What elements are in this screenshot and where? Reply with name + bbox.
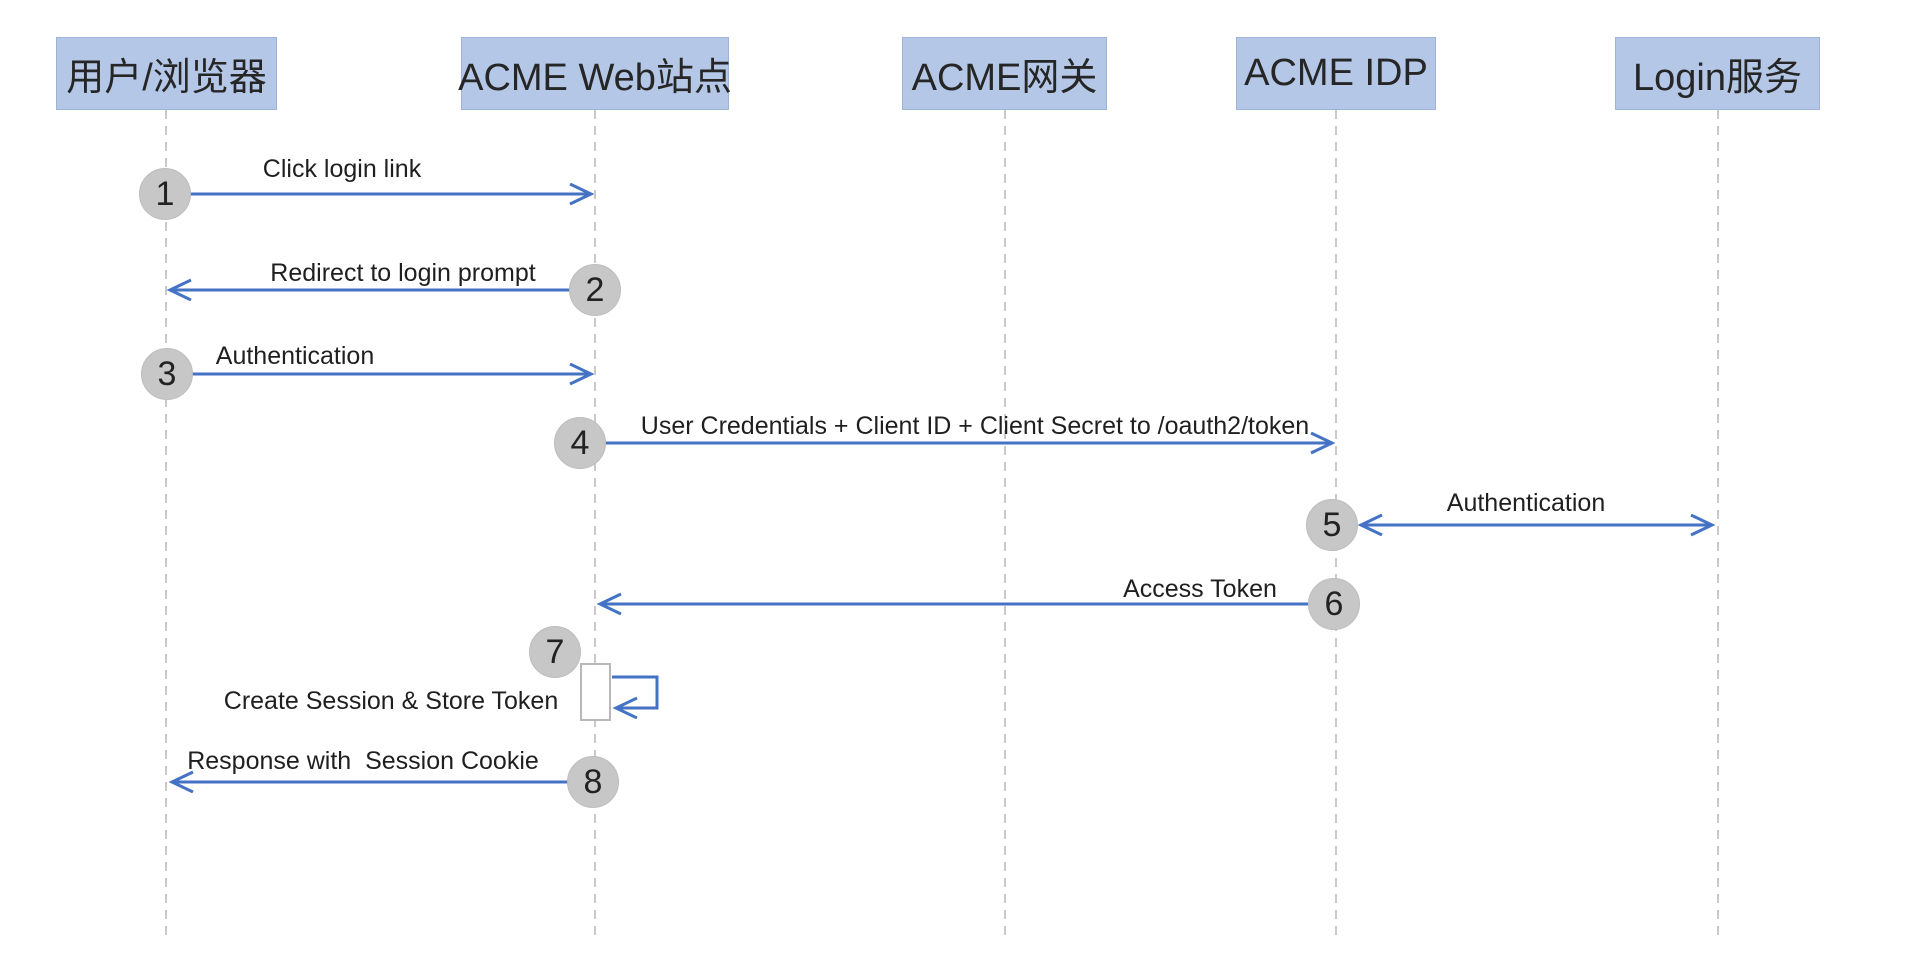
step-circle-4: 4: [554, 417, 606, 469]
step-circle-1: 1: [139, 168, 191, 220]
actor-box-acme-web: ACME Web站点: [458, 37, 732, 110]
message-label-step-5: Authentication: [1446, 489, 1606, 517]
message-label-step-2: Redirect to login prompt: [270, 259, 536, 287]
message-label-step-1: Click login link: [262, 155, 422, 183]
step-circle-6: 6: [1308, 578, 1360, 630]
actor-box-acme-gateway: ACME网关: [902, 37, 1107, 110]
arrow-step-7-self-loop: [612, 675, 659, 708]
actor-box-acme-idp: ACME IDP: [1236, 37, 1436, 110]
step-circle-2: 2: [569, 264, 621, 316]
message-label-step-3: Authentication: [215, 342, 375, 370]
message-label-step-6: Access Token: [1123, 575, 1277, 603]
message-label-step-7: Create Session & Store Token: [223, 687, 559, 715]
step-circle-8: 8: [567, 756, 619, 808]
message-label-step-4: User Credentials + Client ID + Client Se…: [640, 412, 1310, 440]
message-label-step-8: Response with Session Cookie: [187, 747, 539, 775]
actor-box-login-service: Login服务: [1615, 37, 1820, 110]
step-circle-5: 5: [1306, 499, 1358, 551]
step-circle-7: 7: [529, 626, 581, 678]
step-circle-3: 3: [141, 348, 193, 400]
activation-bar-acme-web: [580, 663, 611, 721]
actor-box-user-browser: 用户/浏览器: [56, 37, 277, 110]
